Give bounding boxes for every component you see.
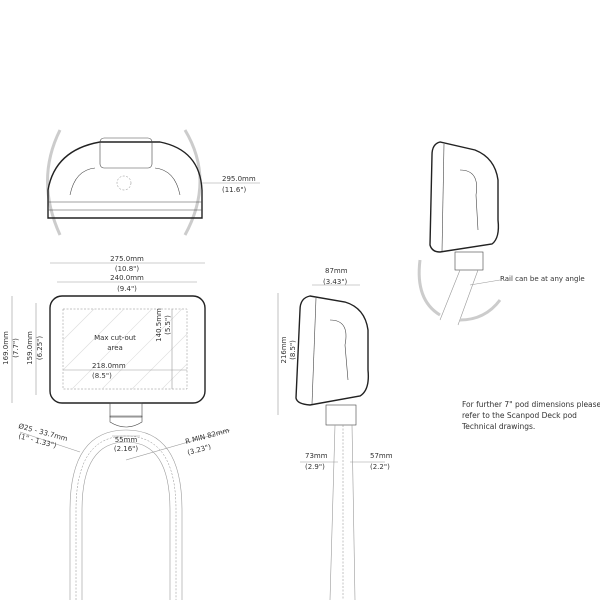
- pod-front-outline: [49, 295, 206, 404]
- dim-outer-width-mm: 275.0mm: [110, 255, 144, 263]
- side-stem: [325, 404, 357, 426]
- pod-side-outline: [295, 295, 370, 406]
- side-rail: [329, 424, 356, 600]
- pod-mount-block: [99, 137, 153, 169]
- dim-outer-height-in: (7.7"): [12, 338, 20, 358]
- dim-rear-offset-mm: 57mm: [370, 452, 393, 460]
- dim-rear-offset-in: (2.2"): [370, 463, 390, 471]
- dim-rail-radius-in: (3.23"): [186, 443, 212, 457]
- dim-outer-height-mm: 169.0mm: [2, 331, 10, 365]
- dim-height-mm: 216mm: [280, 336, 288, 363]
- dim-inner-width-in: (9.4"): [117, 285, 137, 293]
- rail-angle-note: Rail can be at any angle: [500, 275, 585, 283]
- rail-clamp: [109, 415, 143, 428]
- angled-stem: [454, 251, 484, 271]
- rail-inner: [81, 441, 171, 600]
- note-line-3: Technical drawings.: [461, 422, 535, 431]
- leader-line: [469, 279, 501, 286]
- cutout-area: [62, 308, 188, 390]
- pod-angled-outline: [429, 141, 500, 253]
- dim-inner-height-mm: 159.0mm: [26, 331, 34, 365]
- rotation-arrow-left: [46, 129, 62, 236]
- note-line-2: refer to the Scanpod Deck pod: [462, 411, 577, 420]
- dim-height-in: (8.5"): [289, 340, 297, 360]
- dim-line: [19, 431, 81, 453]
- pod-contour: [69, 167, 181, 196]
- reference-note: For further 7" pod dimensions please ref…: [461, 400, 600, 431]
- cutout-label: Max cut-out: [94, 334, 136, 342]
- dim-inner-height-in: (6.25"): [36, 336, 44, 361]
- note-line-1: For further 7" pod dimensions please: [462, 400, 600, 409]
- dim-cutout-height-mm: 140.5mm: [155, 308, 163, 342]
- dim-clamp-width-mm: 55mm: [115, 436, 138, 444]
- dim-line: [125, 429, 231, 461]
- dim-cutout-height-in: (5.5"): [164, 315, 172, 335]
- cutout-hatching: [62, 308, 188, 390]
- pod-contour: [329, 319, 349, 381]
- pod-screen-edge: [441, 143, 445, 252]
- cutout-label-2: area: [107, 344, 123, 352]
- dim-width-mm: 295.0mm: [222, 175, 256, 183]
- rail-outer: [69, 429, 183, 600]
- mount-center: [116, 175, 132, 191]
- rail-centerline: [75, 435, 177, 600]
- dim-front-offset-mm: 73mm: [305, 452, 328, 460]
- angled-rail: [439, 269, 479, 326]
- dim-front-offset-in: (2.9"): [305, 463, 325, 471]
- dim-inner-width-mm: 240.0mm: [110, 274, 144, 282]
- dim-clamp-width-in: (2.16"): [114, 445, 139, 453]
- dim-cutout-width-mm: 218.0mm: [92, 362, 126, 370]
- side-view: 87mm (3.43") 216mm (8.5") 73mm (2.9") 57…: [277, 267, 393, 600]
- dim-width-in: (11.6"): [222, 186, 247, 194]
- dim-depth-in: (3.43"): [323, 278, 348, 286]
- angle-arrow-left: [417, 259, 441, 317]
- dim-outer-width-in: (10.8"): [115, 265, 140, 273]
- dim-cutout-width-in: (8.5"): [92, 372, 112, 380]
- pod-contour: [459, 169, 479, 231]
- angle-arrow-right: [459, 299, 502, 322]
- front-view: 275.0mm (10.8") 240.0mm (9.4") 169.0mm (…: [2, 255, 230, 600]
- rotation-arrow-right: [183, 129, 202, 236]
- dim-depth-mm: 87mm: [325, 267, 348, 275]
- pod-screen-edge: [311, 297, 317, 405]
- pod-top-outline: [47, 141, 203, 219]
- angle-view: Rail can be at any angle: [417, 141, 585, 326]
- mount-stem: [109, 402, 143, 418]
- top-view: 295.0mm (11.6"): [46, 129, 260, 236]
